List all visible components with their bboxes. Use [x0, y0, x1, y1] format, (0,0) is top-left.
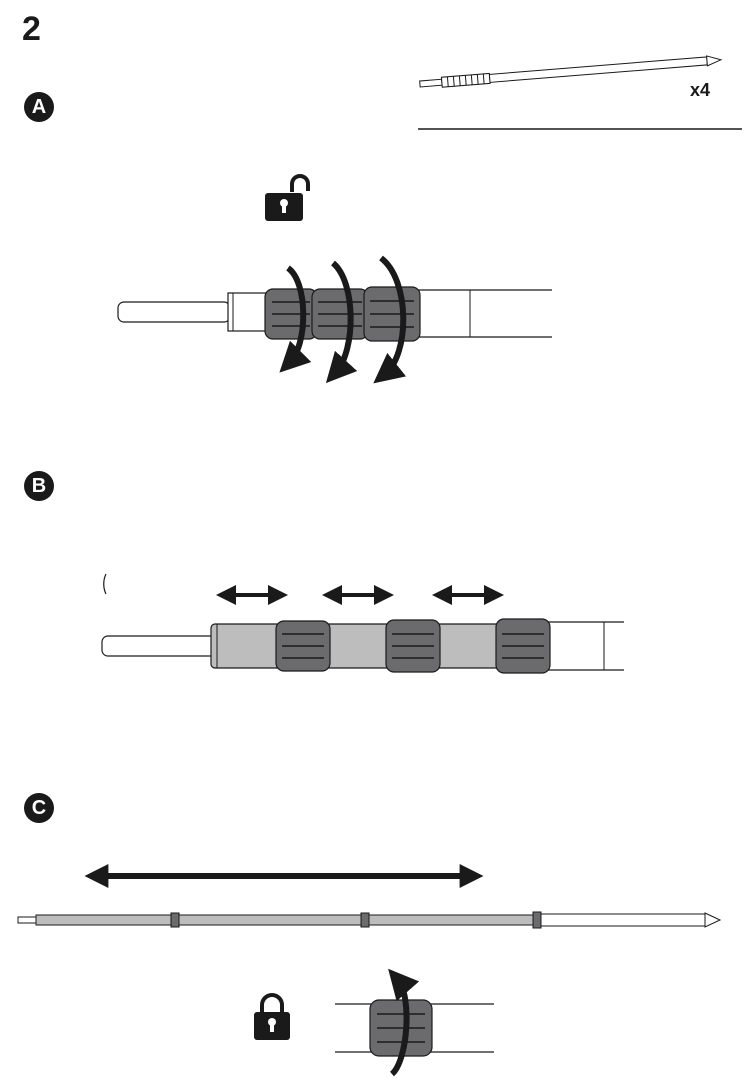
step-b-illustration [101, 573, 624, 674]
step-number: 2 [22, 10, 41, 48]
rotate-arrow-icon [373, 255, 407, 384]
step-c-badge: C [24, 793, 54, 823]
rotate-arrow-icon [325, 260, 358, 384]
collar [385, 619, 441, 673]
collar [275, 620, 331, 672]
step-b-badge: B [24, 471, 54, 501]
step-a-badge: A [24, 92, 54, 122]
collar [311, 288, 369, 340]
step-a-illustration [117, 174, 552, 384]
step-c-illustration [17, 864, 722, 1077]
quantity-label: x4 [690, 80, 711, 100]
collar [363, 286, 421, 342]
rotate-arrow-icon [388, 968, 420, 1077]
collar [495, 618, 551, 674]
overview-pole [418, 55, 742, 130]
rotate-arrow-icon [279, 265, 312, 373]
lock-closed-icon [254, 993, 290, 1040]
lock-open-icon [265, 174, 310, 221]
collar [264, 288, 318, 340]
